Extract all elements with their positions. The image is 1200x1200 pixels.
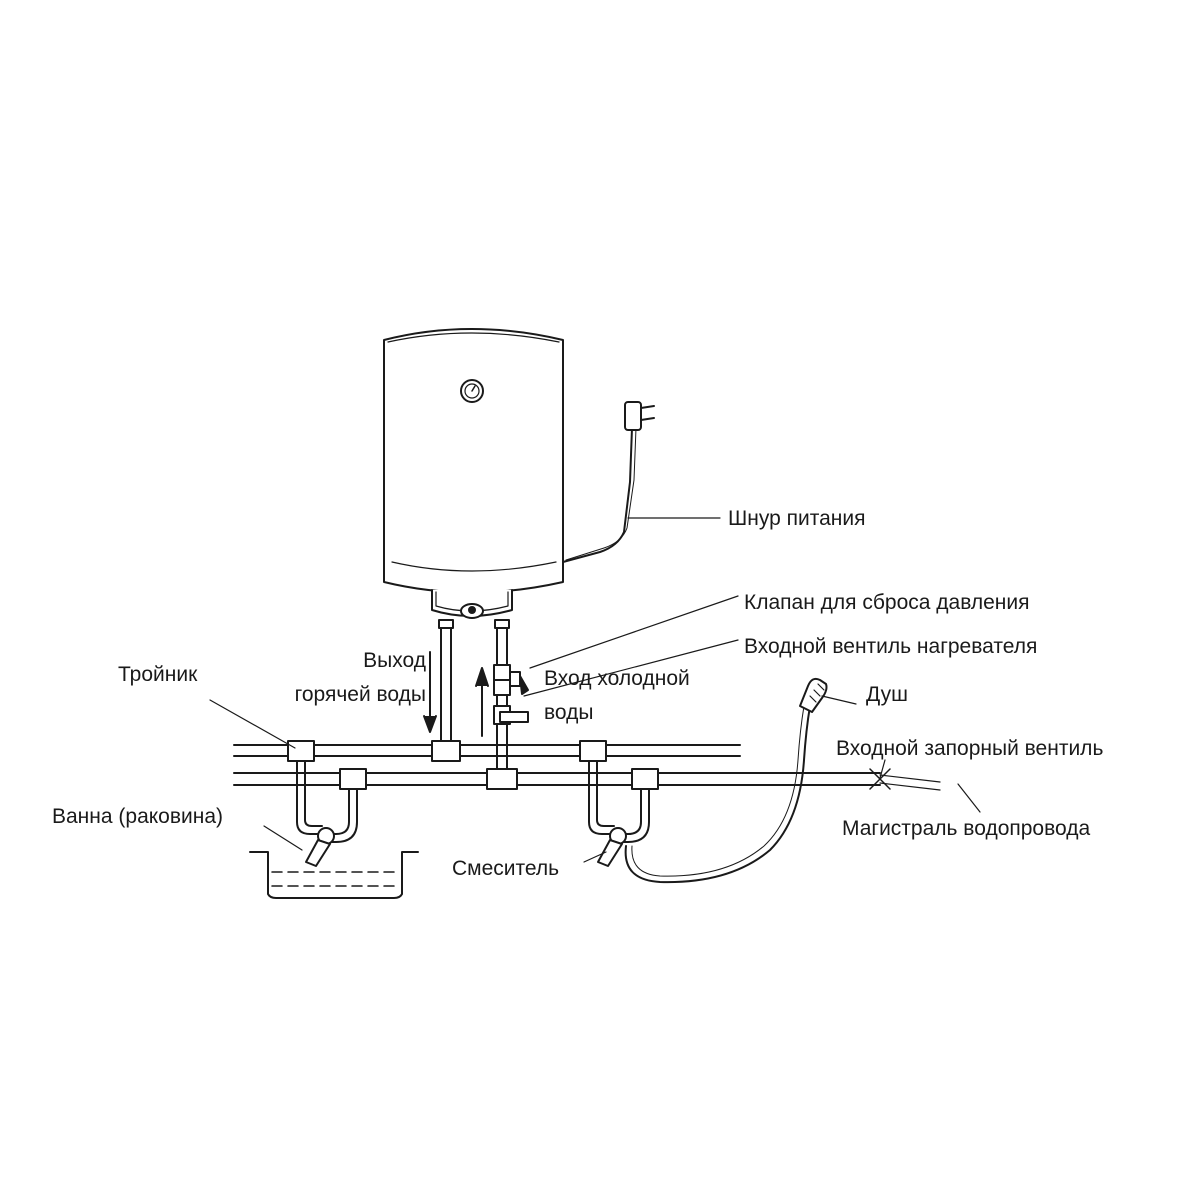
shutoff-leader bbox=[879, 759, 886, 779]
thermometer-icon bbox=[460, 379, 484, 403]
cold-water-in-label-line2: воды bbox=[544, 701, 594, 724]
tee-fitting-1 bbox=[287, 740, 315, 762]
shower-mixer-pipes bbox=[588, 760, 650, 843]
power-cord bbox=[562, 427, 721, 563]
leader-lines bbox=[209, 595, 981, 863]
water-main-leader bbox=[957, 783, 981, 813]
shower-head-icon bbox=[799, 677, 828, 713]
bath-basin bbox=[249, 851, 419, 899]
tee-fitting-5 bbox=[486, 768, 518, 790]
bath-leader bbox=[263, 825, 303, 851]
bath-label: Ванна (раковина) bbox=[52, 805, 224, 828]
mixer-label: Смеситель bbox=[452, 857, 560, 880]
shower-mixer-tap-icon bbox=[597, 827, 627, 867]
shower-label: Душ bbox=[866, 683, 909, 706]
tee-fitting-4 bbox=[339, 768, 367, 790]
water-main-label: Магистраль водопровода bbox=[842, 817, 1091, 840]
inlet-valve-label: Входной вентиль нагревателя bbox=[744, 635, 1038, 658]
hot-water-main-pipe bbox=[233, 744, 741, 757]
shower-leader bbox=[821, 695, 857, 705]
water-heater-tank bbox=[383, 328, 564, 617]
hot-water-out-label-line1: Выход bbox=[363, 649, 426, 672]
tee-label: Тройник bbox=[118, 663, 198, 686]
tee-fitting-2 bbox=[431, 740, 461, 762]
inlet-valve-leader bbox=[523, 639, 739, 697]
bath-mixer-tap-icon bbox=[305, 827, 335, 867]
tee-fitting-3 bbox=[579, 740, 607, 762]
tee-fitting-6 bbox=[631, 768, 659, 790]
cold-water-inlet-pipe bbox=[494, 619, 510, 774]
pressure-valve-leader bbox=[529, 595, 739, 669]
bath-mixer-pipes bbox=[296, 760, 358, 843]
pressure-relief-valve-icon bbox=[493, 664, 529, 696]
heater-inlet-valve-icon bbox=[493, 705, 529, 725]
mixer-leader bbox=[583, 851, 607, 863]
shutoff-valve-icon bbox=[869, 768, 891, 790]
pressure-valve-label: Клапан для сброса давления bbox=[744, 591, 1030, 614]
power-plug-icon bbox=[624, 401, 655, 431]
hot-water-down-arrow-icon bbox=[423, 651, 437, 733]
tee-fittings bbox=[287, 740, 659, 790]
hot-water-outlet-pipe bbox=[438, 619, 454, 746]
hot-water-out-label-line2: горячей воды bbox=[294, 683, 426, 706]
power-cord-label: Шнур питания bbox=[728, 507, 866, 530]
shower-hose bbox=[624, 705, 811, 884]
cold-water-up-arrow-icon bbox=[475, 667, 489, 737]
heater-control-knob bbox=[460, 603, 484, 619]
shutoff-valve-label: Входной запорный вентиль bbox=[836, 737, 1104, 760]
tee-leader bbox=[209, 699, 296, 749]
cold-water-in-label-line1: Вход холодной bbox=[544, 667, 690, 690]
